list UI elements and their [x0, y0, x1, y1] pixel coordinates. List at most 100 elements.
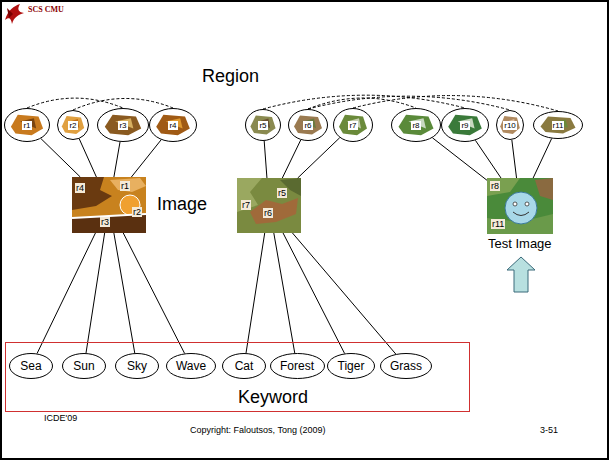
- similarity-link: [308, 98, 416, 109]
- logo-text: SCS CMU: [28, 5, 64, 14]
- region-ellipse: r8: [391, 108, 441, 142]
- ellipse-shape: [63, 354, 106, 379]
- membership-line: [475, 140, 501, 178]
- region-patch: [448, 115, 482, 135]
- membership-line: [79, 139, 96, 177]
- region-label: r8: [411, 121, 420, 130]
- ellipse-shape: [150, 109, 197, 142]
- membership-line: [86, 233, 105, 353]
- ellipse-shape: [223, 354, 266, 379]
- membership-line: [292, 233, 395, 354]
- ellipse-shape: [328, 354, 375, 379]
- region-label: r2: [132, 207, 142, 217]
- image-box: r4r1r2r3Image: [72, 177, 146, 233]
- membership-line: [41, 139, 80, 177]
- ellipse-shape: [289, 110, 328, 141]
- up-arrow: [507, 257, 535, 292]
- membership-line: [298, 138, 340, 178]
- ellipse-shape: [167, 354, 216, 379]
- region-label: r1: [22, 121, 31, 130]
- keyword-ellipse: Sea: [9, 353, 53, 379]
- region-label: r4: [168, 121, 177, 130]
- keyword-label: Tiger: [338, 359, 365, 373]
- footer-text: ICDE'09: [44, 413, 77, 423]
- keyword-ellipse: Grass: [380, 353, 432, 379]
- keyword-ellipse: Cat: [222, 353, 266, 379]
- region-patch: [339, 115, 367, 135]
- similarity-link: [308, 96, 510, 110]
- region-ellipse: r5: [245, 109, 281, 141]
- footer-text: 3-51: [540, 425, 558, 435]
- ellipse-shape: [381, 354, 432, 379]
- keyword-label: Grass: [390, 359, 422, 373]
- keyword-ellipse: Forest: [270, 353, 325, 379]
- membership-line: [246, 233, 265, 353]
- region-label: r1: [120, 181, 130, 191]
- ellipse-shape: [534, 112, 583, 139]
- region-patch: [294, 115, 322, 134]
- membership-line: [282, 140, 300, 178]
- ellipse-shape: [497, 111, 524, 140]
- region-ellipse: r2: [57, 110, 89, 140]
- section-title: Region: [202, 66, 259, 87]
- ellipse-shape: [246, 110, 281, 141]
- image-picture: [487, 178, 553, 234]
- smiley-face: [505, 192, 537, 224]
- region-ellipse: r7: [333, 108, 373, 142]
- ellipse-shape: [392, 109, 441, 142]
- caption-text: Test Image: [488, 236, 552, 251]
- region-patch: [250, 115, 275, 134]
- region-label: r3: [100, 217, 110, 227]
- region-ellipse: r1: [4, 108, 50, 142]
- region-label: r3: [118, 121, 127, 130]
- region-ellipse: r9: [441, 108, 489, 142]
- region-label: r4: [75, 183, 85, 193]
- keyword-label: Cat: [235, 359, 254, 373]
- region-label: r11: [491, 219, 505, 229]
- keyword-ellipse: Wave: [166, 353, 216, 379]
- region-patch: [500, 116, 520, 134]
- caption-text: Image: [157, 194, 207, 215]
- region-patch: [156, 115, 190, 135]
- keyword-label: Sky: [127, 359, 147, 373]
- keyword-group-box: KeywordSeaSunSkyWaveCatForestTigerGrass: [5, 342, 470, 412]
- region-label: r9: [460, 121, 469, 130]
- keyword-ellipse: Sky: [115, 353, 159, 379]
- region-label: r11: [552, 121, 565, 130]
- ellipse-shape: [5, 109, 50, 142]
- keyword-label: Wave: [176, 359, 206, 373]
- membership-line: [37, 233, 95, 354]
- membership-line: [114, 142, 120, 177]
- region-patch: [399, 115, 434, 135]
- ellipse-shape: [270, 354, 324, 379]
- region-ellipse: r4: [149, 108, 197, 142]
- region-label: r8: [490, 181, 500, 191]
- region-label: r6: [303, 121, 312, 130]
- region-ellipse: r3: [97, 108, 149, 142]
- image-picture: [237, 178, 301, 233]
- region-patch: [62, 116, 84, 134]
- image-box: r8r11Test Image: [487, 178, 553, 234]
- region-ellipse: r10: [496, 110, 524, 140]
- membership-line: [123, 233, 184, 353]
- region-label: r10: [503, 121, 517, 130]
- region-label: r5: [277, 188, 287, 198]
- membership-line: [264, 141, 267, 178]
- region-ellipse: r11: [533, 111, 583, 139]
- region-patch: [541, 117, 576, 134]
- ellipse-shape: [334, 109, 373, 142]
- membership-line: [114, 233, 135, 353]
- region-patch: [11, 115, 43, 135]
- ellipse-shape: [442, 109, 489, 142]
- membership-line: [283, 233, 345, 353]
- membership-line: [432, 138, 487, 180]
- image-box: r5r7r6: [237, 178, 301, 233]
- region-label: r6: [263, 208, 273, 218]
- similarity-link: [353, 96, 558, 111]
- region-patch: [105, 115, 141, 135]
- footer-text: Copyright: Faloutsos, Tong (2009): [190, 425, 325, 435]
- caption-text: Keyword: [238, 387, 308, 408]
- membership-line: [533, 139, 552, 178]
